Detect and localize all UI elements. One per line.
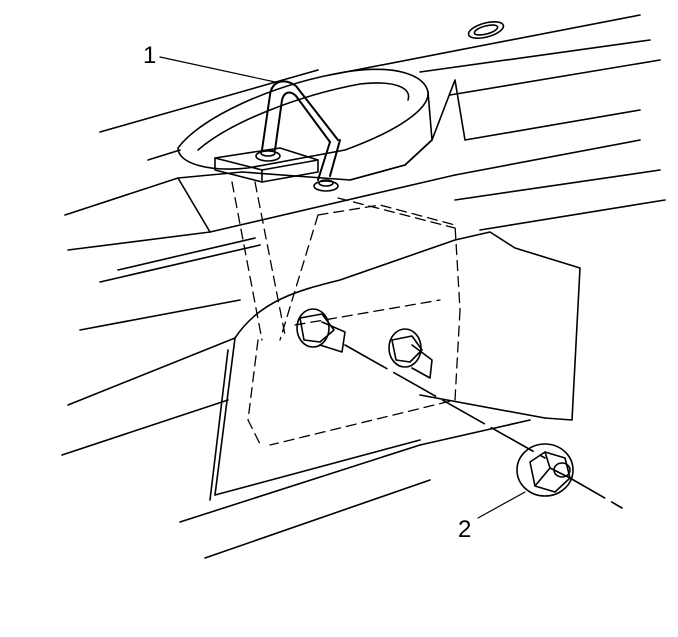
mounting-studs [297,309,432,378]
leader-line-2 [478,492,525,518]
leader-lines [160,57,525,518]
frame-rail [62,170,665,558]
installation-axis [345,345,622,508]
crossmember-front [65,80,640,282]
hidden-bracket-outline [232,182,460,448]
callout-label-1: 1 [143,42,157,69]
slot-hole [467,19,505,42]
upper-crossmember [100,15,660,160]
bolt-pocket [178,69,432,180]
u-bolt [256,81,340,191]
flange-nut [517,444,573,496]
callout-label-2: 2 [458,516,472,543]
leader-line-1 [160,57,275,82]
